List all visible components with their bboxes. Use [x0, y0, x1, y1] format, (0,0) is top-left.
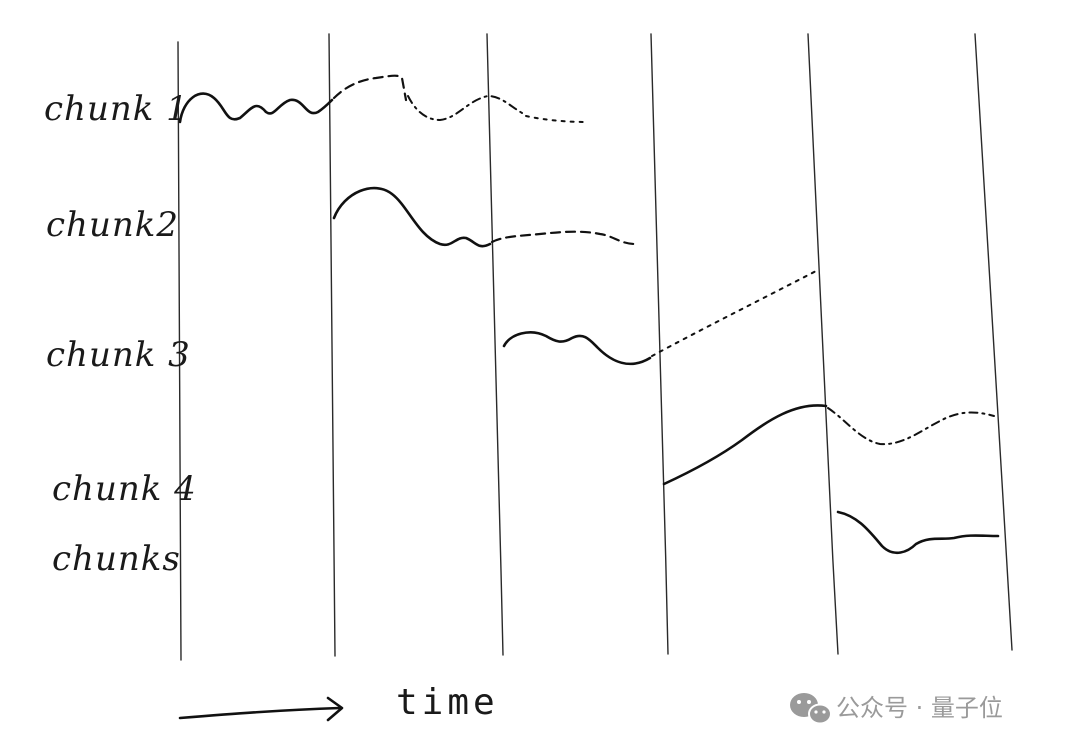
chunk-4-waveform — [662, 404, 995, 486]
time-arrow-shaft — [178, 706, 342, 720]
chunk-5-label: chunks — [52, 539, 181, 579]
chunk-2-solid-segment — [332, 186, 492, 248]
chunk-3-waveform — [502, 269, 819, 366]
divider-line-6 — [974, 33, 1013, 651]
chunk-1-dashed-segment — [332, 74, 408, 102]
watermark-text: 公众号 · 量子位 — [836, 694, 1003, 722]
chunk-5-waveform — [836, 510, 1000, 555]
chunk-3-dotted-segment — [651, 269, 819, 357]
chunk-3-solid-segment — [502, 331, 652, 366]
chunk-4-label: chunk 4 — [52, 469, 197, 509]
time-axis-label: time — [396, 682, 499, 723]
chunk-2-waveform — [332, 186, 638, 248]
chunk-1-label: chunk 1 — [44, 89, 189, 129]
divider-line-1 — [177, 41, 182, 661]
chunk-1-waveform — [178, 74, 587, 124]
chunk-5-solid-segment — [836, 510, 1000, 555]
divider-line-3 — [486, 33, 504, 656]
chunk-3-label: chunk 3 — [46, 335, 191, 375]
chunk-4-dashdot-segment — [827, 407, 995, 446]
chunk-2-dashed-segment — [490, 230, 638, 246]
time-arrow-head — [326, 696, 344, 722]
watermark: 公众号 · 量子位 — [790, 693, 1003, 725]
divider-line-5 — [807, 33, 839, 655]
divider-line-4 — [650, 33, 669, 655]
chunk-2-label: chunk2 — [46, 205, 179, 245]
chunk-1-solid-segment — [178, 92, 334, 124]
divider-line-2 — [328, 33, 336, 657]
time-arrow — [178, 696, 344, 722]
chunk-1-dashdot-segment — [407, 94, 525, 122]
time-dividers — [177, 33, 1013, 661]
chunk-4-solid-segment — [662, 404, 828, 486]
chunk-1-dotted-segment — [525, 115, 587, 123]
wechat-icon — [790, 693, 832, 725]
